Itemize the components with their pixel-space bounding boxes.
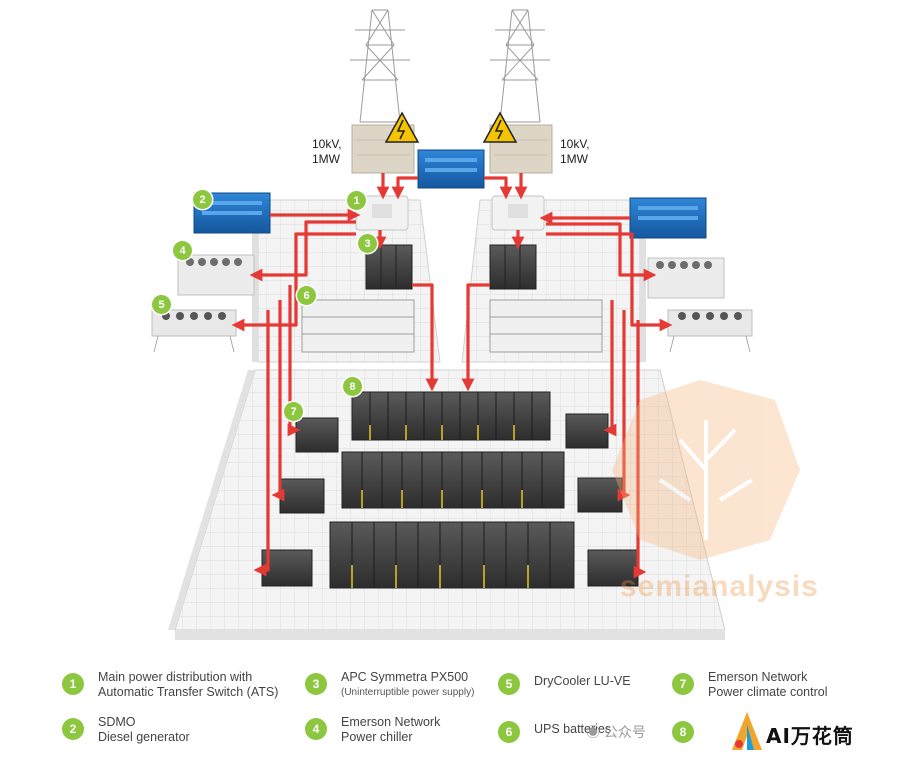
dry-cooler-right [667,309,753,353]
marker-7: 7 [284,402,303,421]
legend-label: Automatic Transfer Switch (ATS) [98,685,279,699]
warning-sign-left [384,111,420,143]
legend-item-6: 6 UPS batteries [498,718,611,743]
legend-number: 7 [672,673,694,695]
legend-number: 4 [305,718,327,740]
warning-sign-right [482,111,518,143]
wechat-watermark: ◉ 公众号 [586,724,646,740]
power-label-right: 10kV, 1MW [560,137,590,166]
ats-unit-left [355,195,409,231]
legend-label: Main power distribution with [98,670,253,684]
ups-batteries-left [301,299,415,353]
marker-6: 6 [297,286,316,305]
legend-label: SDMO [98,715,136,729]
power-label-left: 10kV, 1MW [312,137,342,166]
diesel-generator-right [629,197,707,239]
datacenter-diagram [151,9,800,640]
power-lines [231,173,673,579]
legend-label: UPS batteries [534,722,612,736]
power-pylon-left [350,9,410,123]
ups-batteries-right [489,299,603,353]
climate-unit-right-1 [565,413,609,449]
watermark-logo [612,380,800,560]
legend-item-8: 8 [672,718,708,743]
ups-unit-left [365,244,413,290]
climate-unit-left-2 [279,478,325,514]
climate-unit-right-3 [587,549,639,587]
dry-cooler-left [151,309,237,353]
climate-unit-left-3 [261,549,313,587]
legend-item-5: 5 DryCooler LU-VE [498,670,631,695]
legend-label: Power climate control [708,685,828,699]
chiller-right [647,257,725,299]
brand-logo-icon [732,712,762,750]
legend-label: APC Symmetra PX500 [341,670,469,684]
watermark-text: semianalysis [620,570,819,603]
legend-label: Power chiller [341,730,413,744]
legend-label: Emerson Network [708,670,808,684]
marker-4: 4 [173,241,192,260]
legend-label: Emerson Network [341,715,441,729]
chiller-left [177,254,255,296]
wechat-icon: ◉ [586,724,600,740]
legend-label: DryCooler LU-VE [534,674,631,688]
legend-label: Diesel generator [98,730,190,744]
marker-1: 1 [347,191,366,210]
legend-number: 2 [62,718,84,740]
legend-number: 3 [305,673,327,695]
legend-number: 6 [498,721,520,743]
ats-unit-right [491,195,545,231]
climate-unit-left-1 [295,417,339,453]
legend-number: 5 [498,673,520,695]
server-racks [329,391,575,589]
power-pylon-right [490,9,550,123]
brand-name: AI万花筒 [766,724,854,748]
ups-unit-right [489,244,537,290]
marker-5: 5 [152,295,171,314]
climate-unit-right-2 [577,477,623,513]
central-generator [417,149,485,189]
marker-8: 8 [343,377,362,396]
legend-number: 8 [672,721,694,743]
legend-sublabel: (Uninterruptible power supply) [341,687,475,698]
marker-3: 3 [358,234,377,253]
legend-number: 1 [62,673,84,695]
marker-2: 2 [193,190,212,209]
legend-item-3: 3 APC Symmetra PX500 (Uninterruptible pow… [305,670,474,700]
